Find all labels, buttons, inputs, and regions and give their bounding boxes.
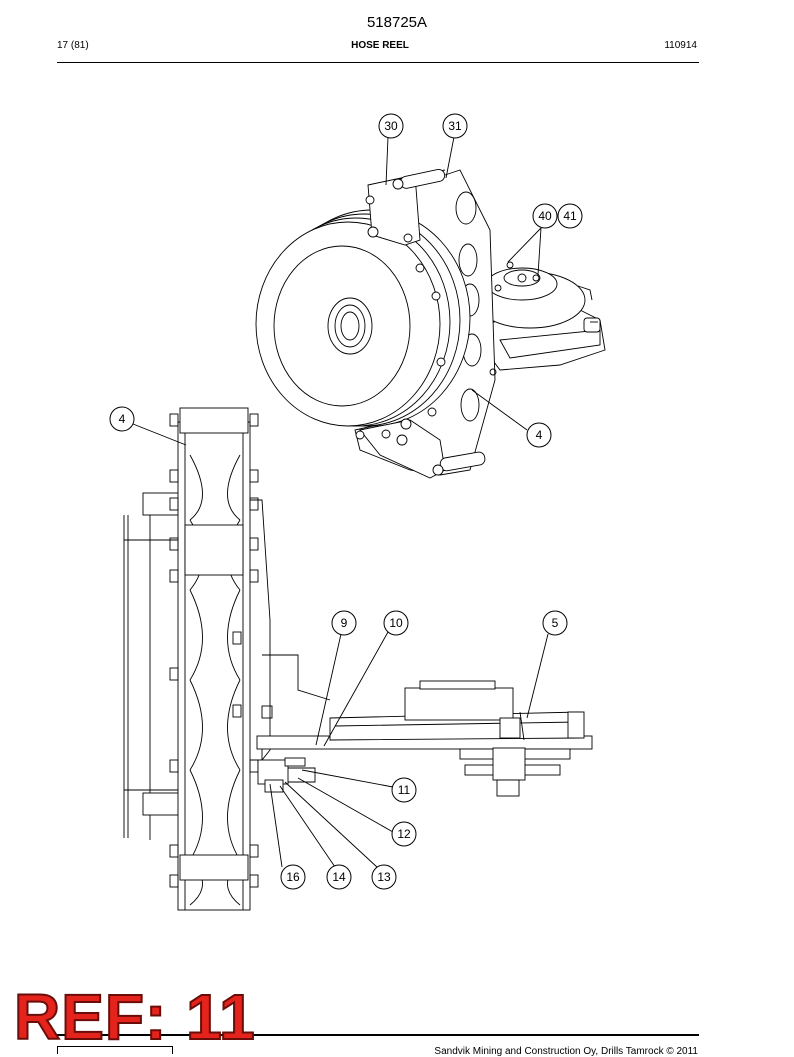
callout-41: 41 — [557, 203, 583, 229]
footer-rule — [57, 1034, 699, 1036]
header-rule — [57, 62, 699, 63]
callout-13: 13 — [371, 864, 397, 890]
footer-copyright: Sandvik Mining and Construction Oy, Dril… — [434, 1046, 698, 1057]
callout-4-right: 4 — [526, 422, 552, 448]
svg-text:13: 13 — [377, 870, 391, 884]
section-title: HOSE REEL — [351, 40, 409, 51]
svg-text:16: 16 — [286, 870, 300, 884]
svg-text:41: 41 — [563, 209, 577, 223]
svg-text:31: 31 — [448, 119, 462, 133]
leader-lines — [132, 136, 549, 869]
callout-40: 40 — [532, 203, 558, 229]
svg-text:5: 5 — [552, 616, 559, 630]
reel-side-view — [123, 407, 593, 911]
svg-text:30: 30 — [384, 119, 398, 133]
reference-stamp: REF: 11 — [13, 981, 256, 1053]
callout-12: 12 — [391, 821, 417, 847]
callout-16: 16 — [280, 864, 306, 890]
date-code: 110914 — [664, 40, 697, 51]
callout-30: 30 — [378, 113, 404, 139]
svg-text:4: 4 — [536, 428, 543, 442]
svg-text:40: 40 — [538, 209, 552, 223]
document-number: 518725A — [366, 14, 428, 31]
svg-text:10: 10 — [389, 616, 403, 630]
reel-isometric-view — [255, 169, 606, 479]
svg-text:9: 9 — [341, 616, 348, 630]
callout-14: 14 — [326, 864, 352, 890]
page-number: 17 (81) — [57, 40, 89, 51]
sandvik-logo — [57, 1046, 173, 1054]
svg-text:12: 12 — [397, 827, 411, 841]
callout-11: 11 — [391, 777, 417, 803]
svg-text:14: 14 — [332, 870, 346, 884]
svg-text:4: 4 — [119, 412, 126, 426]
callout-4-left: 4 — [109, 406, 135, 432]
svg-text:11: 11 — [398, 783, 411, 797]
callout-5: 5 — [542, 610, 568, 636]
callout-9: 9 — [331, 610, 357, 636]
callout-balloons: 30 31 40 41 4 4 9 10 5 11 12 16 14 13 — [109, 113, 583, 890]
callout-31: 31 — [442, 113, 468, 139]
callout-10: 10 — [383, 610, 409, 636]
